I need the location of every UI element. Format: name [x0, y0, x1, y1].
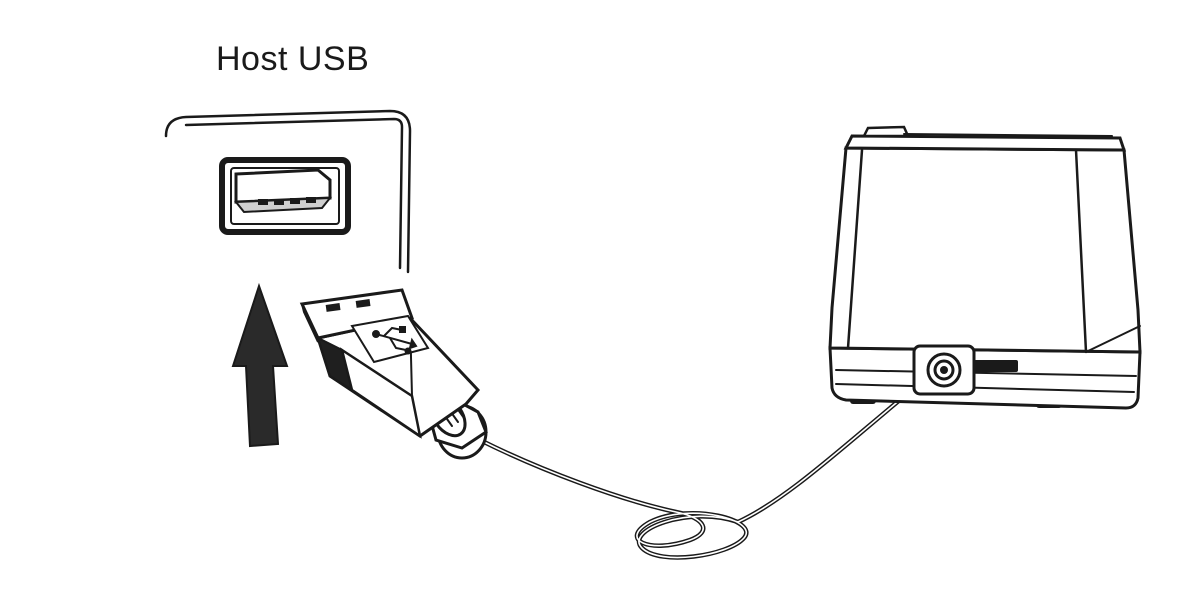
insert-direction-arrow-icon [231, 282, 289, 448]
printer-usb-port-icon [912, 344, 976, 396]
usb-logo-icon [372, 326, 418, 355]
host-computer-panel [164, 109, 412, 274]
host-usb-label: Host USB [216, 40, 370, 78]
printer-device [828, 125, 1142, 410]
usb-a-plug [299, 288, 488, 460]
usb-cable [477, 377, 927, 560]
host-usb-port-icon [219, 157, 351, 235]
